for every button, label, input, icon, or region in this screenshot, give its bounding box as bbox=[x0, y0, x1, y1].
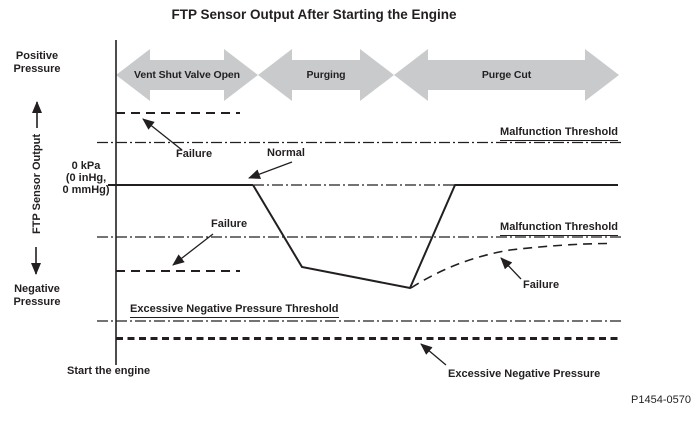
failure-mid-pointer-arrow-icon bbox=[172, 233, 214, 266]
normal-pointer-arrow-icon bbox=[248, 161, 293, 179]
zero-kpa-label: 0 kPa (0 inHg, 0 mmHg) bbox=[62, 160, 110, 196]
phase-label-purging: Purging bbox=[306, 69, 346, 81]
diagram-title: FTP Sensor Output After Starting the Eng… bbox=[171, 7, 457, 22]
positive-pressure-label: Positive Pressure bbox=[13, 50, 61, 75]
negative-pressure-label: Negative Pressure bbox=[13, 283, 61, 308]
excessive-negative-pressure-label: Excessive Negative Pressure bbox=[448, 368, 601, 380]
phase-arrow-purging bbox=[258, 49, 394, 101]
failure-mid-label: Failure bbox=[211, 218, 248, 230]
y-axis-title: FTP Sensor Output bbox=[31, 133, 43, 235]
failure-recovery-curve bbox=[410, 242, 611, 289]
phase-label-purge-cut: Purge Cut bbox=[481, 69, 532, 81]
failure-recovery-pointer-arrow-icon bbox=[500, 257, 522, 280]
figure-code: P1454-0570 bbox=[631, 394, 691, 406]
phase-arrow-purge-cut bbox=[394, 49, 619, 101]
failure-top-label: Failure bbox=[176, 148, 213, 160]
normal-output-line bbox=[252, 184, 618, 290]
normal-label: Normal bbox=[267, 147, 305, 159]
malfunction-threshold-upper-label: Malfunction Threshold bbox=[500, 126, 618, 141]
start-the-engine-label: Start the engine bbox=[67, 365, 151, 377]
phase-arrow-vent-shut-valve-open bbox=[116, 49, 258, 101]
excessive-negative-pressure-pointer-arrow-icon bbox=[420, 343, 447, 366]
excessive-negative-pressure-threshold-label: Excessive Negative Pressure Threshold bbox=[130, 303, 339, 318]
failure-recovery-label: Failure bbox=[523, 279, 560, 291]
phase-label-vent-shut-valve-open: Vent Shut Valve Open bbox=[134, 69, 240, 81]
malfunction-threshold-lower-label: Malfunction Threshold bbox=[500, 221, 618, 236]
failure-top-pointer-arrow-icon bbox=[142, 118, 183, 151]
